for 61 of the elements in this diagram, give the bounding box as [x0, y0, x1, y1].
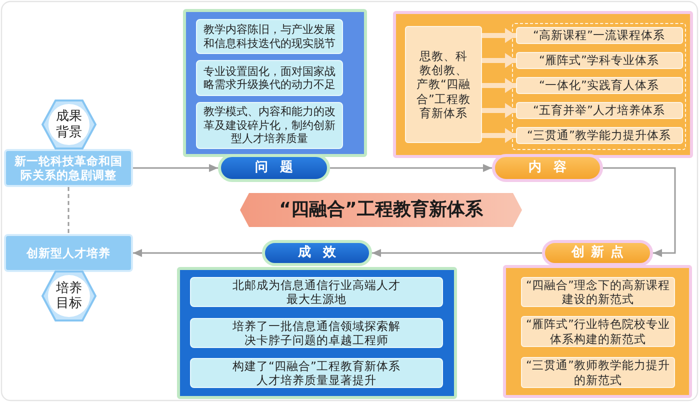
outcome-panel	[177, 267, 457, 399]
arrow	[133, 249, 262, 257]
card-text: 培养了一批信息通信领域探索解决卡脖子问题的卓越工程师	[232, 318, 402, 348]
system-card	[516, 52, 682, 68]
card-text: “一体化”实践育人体系	[539, 78, 659, 92]
card-text: 专业设置固化，面对国家战略需求升级换代的动力不足	[202, 64, 336, 92]
card-text: “雁阵式”学科专业体系	[539, 52, 659, 67]
arrow	[330, 164, 492, 172]
block-arrow	[482, 128, 516, 143]
card-text: 北邮成为信息通信行业高端人才最大生源地	[232, 278, 402, 306]
problem-card	[196, 102, 343, 149]
system-card	[516, 26, 682, 44]
topic-text: 创新型人才培养	[26, 246, 110, 260]
arrow	[133, 164, 218, 172]
problem-card	[196, 19, 343, 54]
card-text: 思教、科教创教、产教“四融合”工程教育新体系	[416, 49, 472, 120]
outcome-card	[190, 318, 443, 348]
topic-box	[4, 149, 133, 187]
arrow	[603, 167, 676, 257]
pill-label: 内容	[528, 160, 578, 176]
outcome-card	[190, 277, 443, 307]
innovation-panel	[503, 265, 692, 398]
card-text: “三贯通”教学能力提升体系	[527, 128, 671, 142]
card-text: “三贯通”教师教学能力提升的新范式	[526, 358, 670, 387]
badge-text: 成果背景	[55, 109, 83, 140]
system-card	[516, 76, 682, 94]
block-arrow	[482, 103, 516, 118]
content-panel	[393, 11, 693, 158]
section-pill	[542, 240, 653, 266]
arrow	[372, 249, 542, 257]
card-text: “高新课程”一流课程体系	[533, 28, 665, 42]
problem-panel	[183, 9, 367, 157]
pill-label: 成效	[296, 245, 348, 261]
card-text: 构建了“四融合”工程教育新体系人才培养质量显著提升	[232, 358, 402, 388]
topic-text: 新一轮科技革命和国际关系的急剧调整	[13, 154, 124, 182]
section-pill	[218, 154, 330, 182]
dashed-connector	[68, 187, 70, 234]
banner-text: “四融合”工程教育新体系	[279, 199, 483, 221]
badge-text: 培养目标	[55, 280, 83, 312]
card-text: 教学模式、内容和能力的改革及建设碎片化，制约创新型人才培养质量	[202, 105, 336, 146]
section-pill	[262, 240, 372, 266]
title-banner	[240, 193, 522, 227]
card-text: “雁阵式”行业特色院校专业体系构建的新范式	[526, 317, 670, 346]
problem-card	[196, 60, 343, 96]
summary-card	[405, 26, 482, 143]
card-text: “四融合”理念下的高新课程建设的新范式	[526, 278, 670, 306]
pill-label: 问题	[254, 160, 305, 176]
block-arrow	[482, 53, 516, 68]
pill-label: 创新点	[570, 245, 630, 261]
dashed-group-frame	[512, 23, 686, 150]
card-text: 教学内容陈旧，与产业发展和信息科技迭代的现实脱节	[202, 23, 336, 50]
block-arrow	[482, 28, 516, 43]
outcome-card	[190, 358, 443, 388]
section-pill	[492, 154, 603, 182]
goal-box	[4, 234, 133, 272]
card-text: “五育并举”人才培养体系	[533, 102, 665, 117]
block-arrow	[482, 78, 516, 93]
system-card	[516, 126, 682, 144]
hexagon-badge	[41, 270, 97, 322]
hexagon-badge	[41, 99, 97, 150]
system-card	[516, 102, 682, 118]
